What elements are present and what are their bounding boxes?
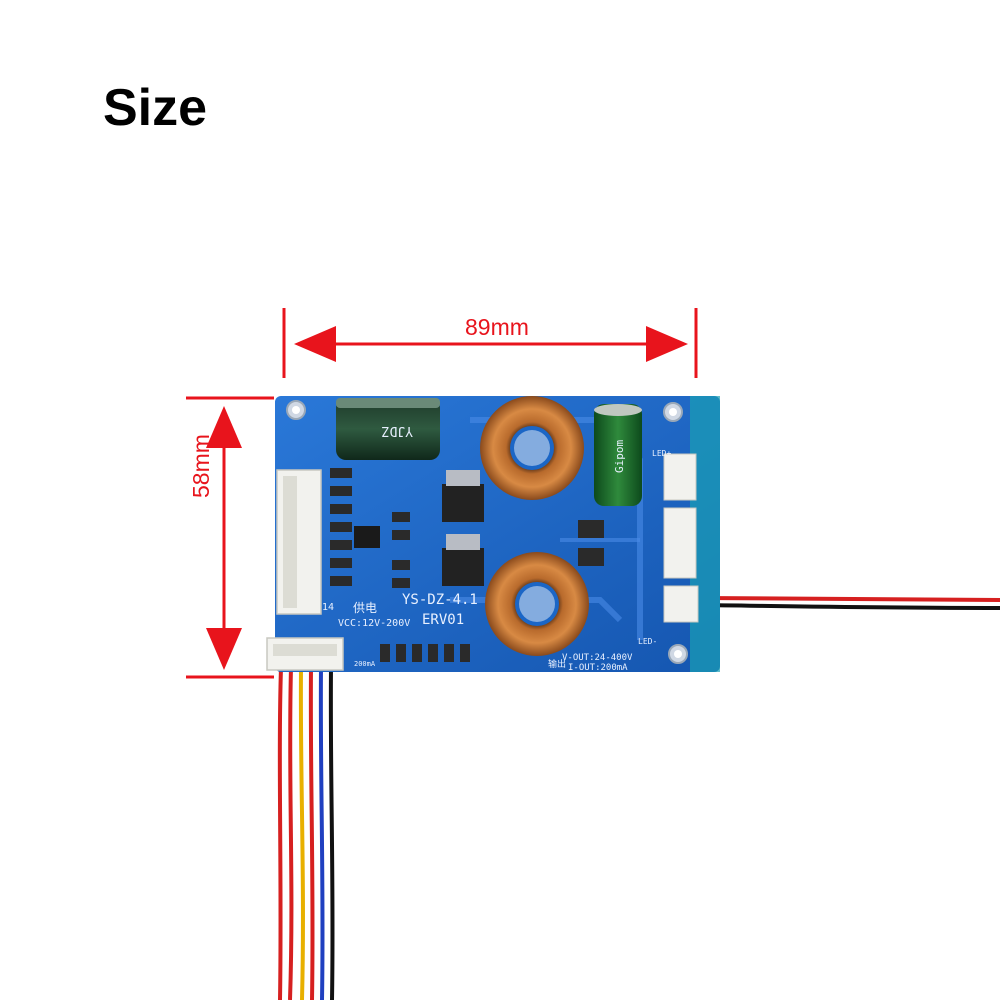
input-spec: VCC:12V-200V: [338, 618, 410, 629]
board-model: YS-DZ-4.1: [402, 592, 478, 608]
input-cn-label: 供电: [353, 601, 377, 615]
left-capacitor: [336, 398, 440, 460]
current-marker: 200mA: [354, 660, 376, 668]
board-revision: ERV01: [422, 612, 464, 628]
input-connector: [266, 637, 344, 671]
width-dimension-label: 89mm: [465, 314, 529, 340]
input-wires: [277, 667, 335, 1000]
v-out-label: V-OUT:24-400V: [562, 653, 633, 663]
left-capacitor-text: YJDZ: [382, 423, 413, 438]
led-plus-label: LED+: [652, 449, 671, 458]
height-dimension: [186, 396, 274, 679]
pin-label: 14: [322, 602, 334, 613]
i-out-label: I-OUT:200mA: [568, 663, 628, 673]
right-capacitor-text: Gipom: [613, 440, 626, 473]
output-cn-label: 输出: [548, 658, 566, 670]
left-ribbon-connector: [276, 469, 322, 615]
smd-components: [330, 468, 604, 662]
output-wires: [699, 596, 1000, 610]
led-minus-label: LED-: [638, 637, 657, 646]
page-title: Size: [103, 79, 208, 137]
right-capacitor: [594, 404, 642, 506]
bottom-toroid-coil: [485, 552, 589, 656]
right-connectors: [663, 453, 699, 623]
width-dimension: [282, 308, 698, 378]
mosfets: [442, 470, 484, 586]
top-toroid-coil: [480, 396, 584, 500]
